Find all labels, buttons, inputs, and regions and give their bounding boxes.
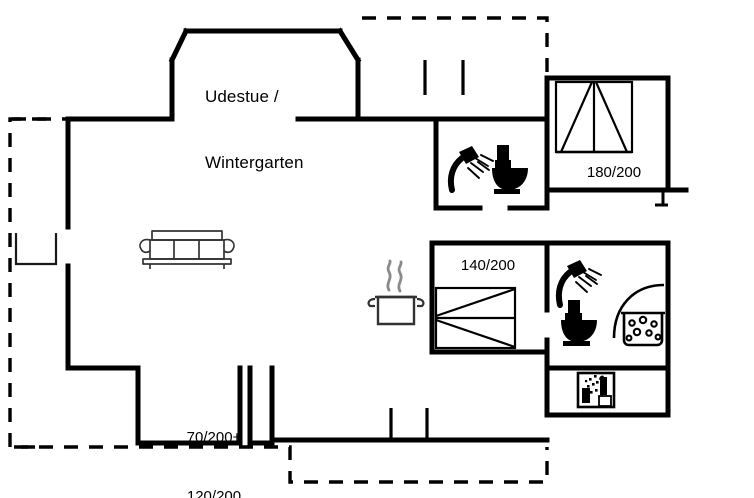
bed-icon-180-200 (554, 80, 634, 154)
wall-stubs (545, 190, 668, 250)
toilet-icon-lower-bath (561, 300, 597, 346)
window-markers (389, 60, 465, 440)
shower-head-icon-lower-bath (555, 260, 602, 308)
terrace-bottom-dashed (14, 445, 549, 484)
cooking-pot-icon (367, 259, 425, 326)
washing-machine-bubbles-icon (621, 311, 665, 347)
conservatory-label: Udestue / Wintergarten (205, 42, 304, 219)
interior-walls (429, 116, 689, 371)
conservatory-label-line2: Wintergarten (205, 153, 304, 173)
bed-label-180-200: 180/200 (586, 164, 642, 181)
door-swing-arc (612, 283, 665, 339)
exterior-walls (65, 27, 671, 446)
bed-icon-140-200 (434, 286, 517, 350)
terrace-left-dashed (8, 117, 46, 449)
sofa-icon (139, 230, 235, 269)
terrace-top-right-dashed (362, 16, 549, 122)
bed-label-140-200: 140/200 (460, 257, 516, 274)
bed-label-line2: 120/200 (186, 487, 242, 498)
bed-label-70-200-120-200: 70/200+ 120/200 (168, 389, 260, 498)
laundry-appliance-icon (576, 371, 616, 409)
left-step-outline (14, 233, 58, 266)
shower-head-icon-upper-bath (447, 146, 494, 193)
toilet-icon-upper-bath (492, 145, 528, 194)
bed-label-line1: 70/200+ (186, 429, 242, 446)
conservatory-label-line1: Udestue / (205, 87, 279, 107)
